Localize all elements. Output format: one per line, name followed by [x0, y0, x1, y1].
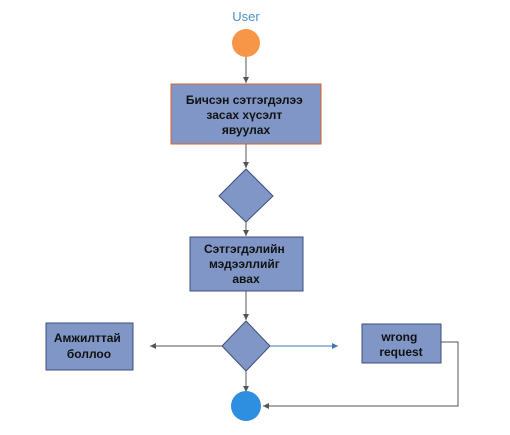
wrong-line-1: wrong: [380, 330, 417, 344]
success-line-2: боллоо: [67, 347, 111, 361]
start-label: User: [232, 9, 260, 24]
decision-diamond-1: [218, 168, 274, 223]
box1-line-3: явуулах: [222, 123, 271, 137]
svg-text:Сэтгэгдэлийн мэдээллийг: Сэтгэгдэлийн мэдээллийг авах: [204, 242, 288, 286]
box2-line-3: авах: [232, 272, 260, 286]
decision-diamond-2: [221, 320, 271, 372]
result-box-success: [45, 322, 134, 371]
end-node: [231, 391, 261, 421]
box1-line-2: засах хүсэлт: [206, 108, 282, 122]
svg-text:Амжилттай боллоо: Амжилттай боллоо: [54, 331, 124, 361]
box2-line-2: мэдээллийг: [209, 257, 280, 271]
box1-line-1: Бичсэн сэтгэгдэлээ: [186, 93, 303, 107]
process-box-get-comment-info: [189, 236, 304, 292]
svg-text:wrong request: wrong request: [379, 330, 422, 359]
connector-wrong-to-end: [263, 341, 459, 409]
success-line-1: Амжилттай: [54, 331, 121, 345]
box2-line-1: Сэтгэгдэлийн: [204, 242, 285, 256]
svg-text:Бичсэн сэтгэгдэлээ засах х: Бичсэн сэтгэгдэлээ засах хүсэлт явуулах: [186, 93, 306, 137]
wrong-line-2: request: [379, 345, 422, 359]
start-node: [232, 29, 260, 57]
result-box-wrong-request: [361, 323, 442, 364]
